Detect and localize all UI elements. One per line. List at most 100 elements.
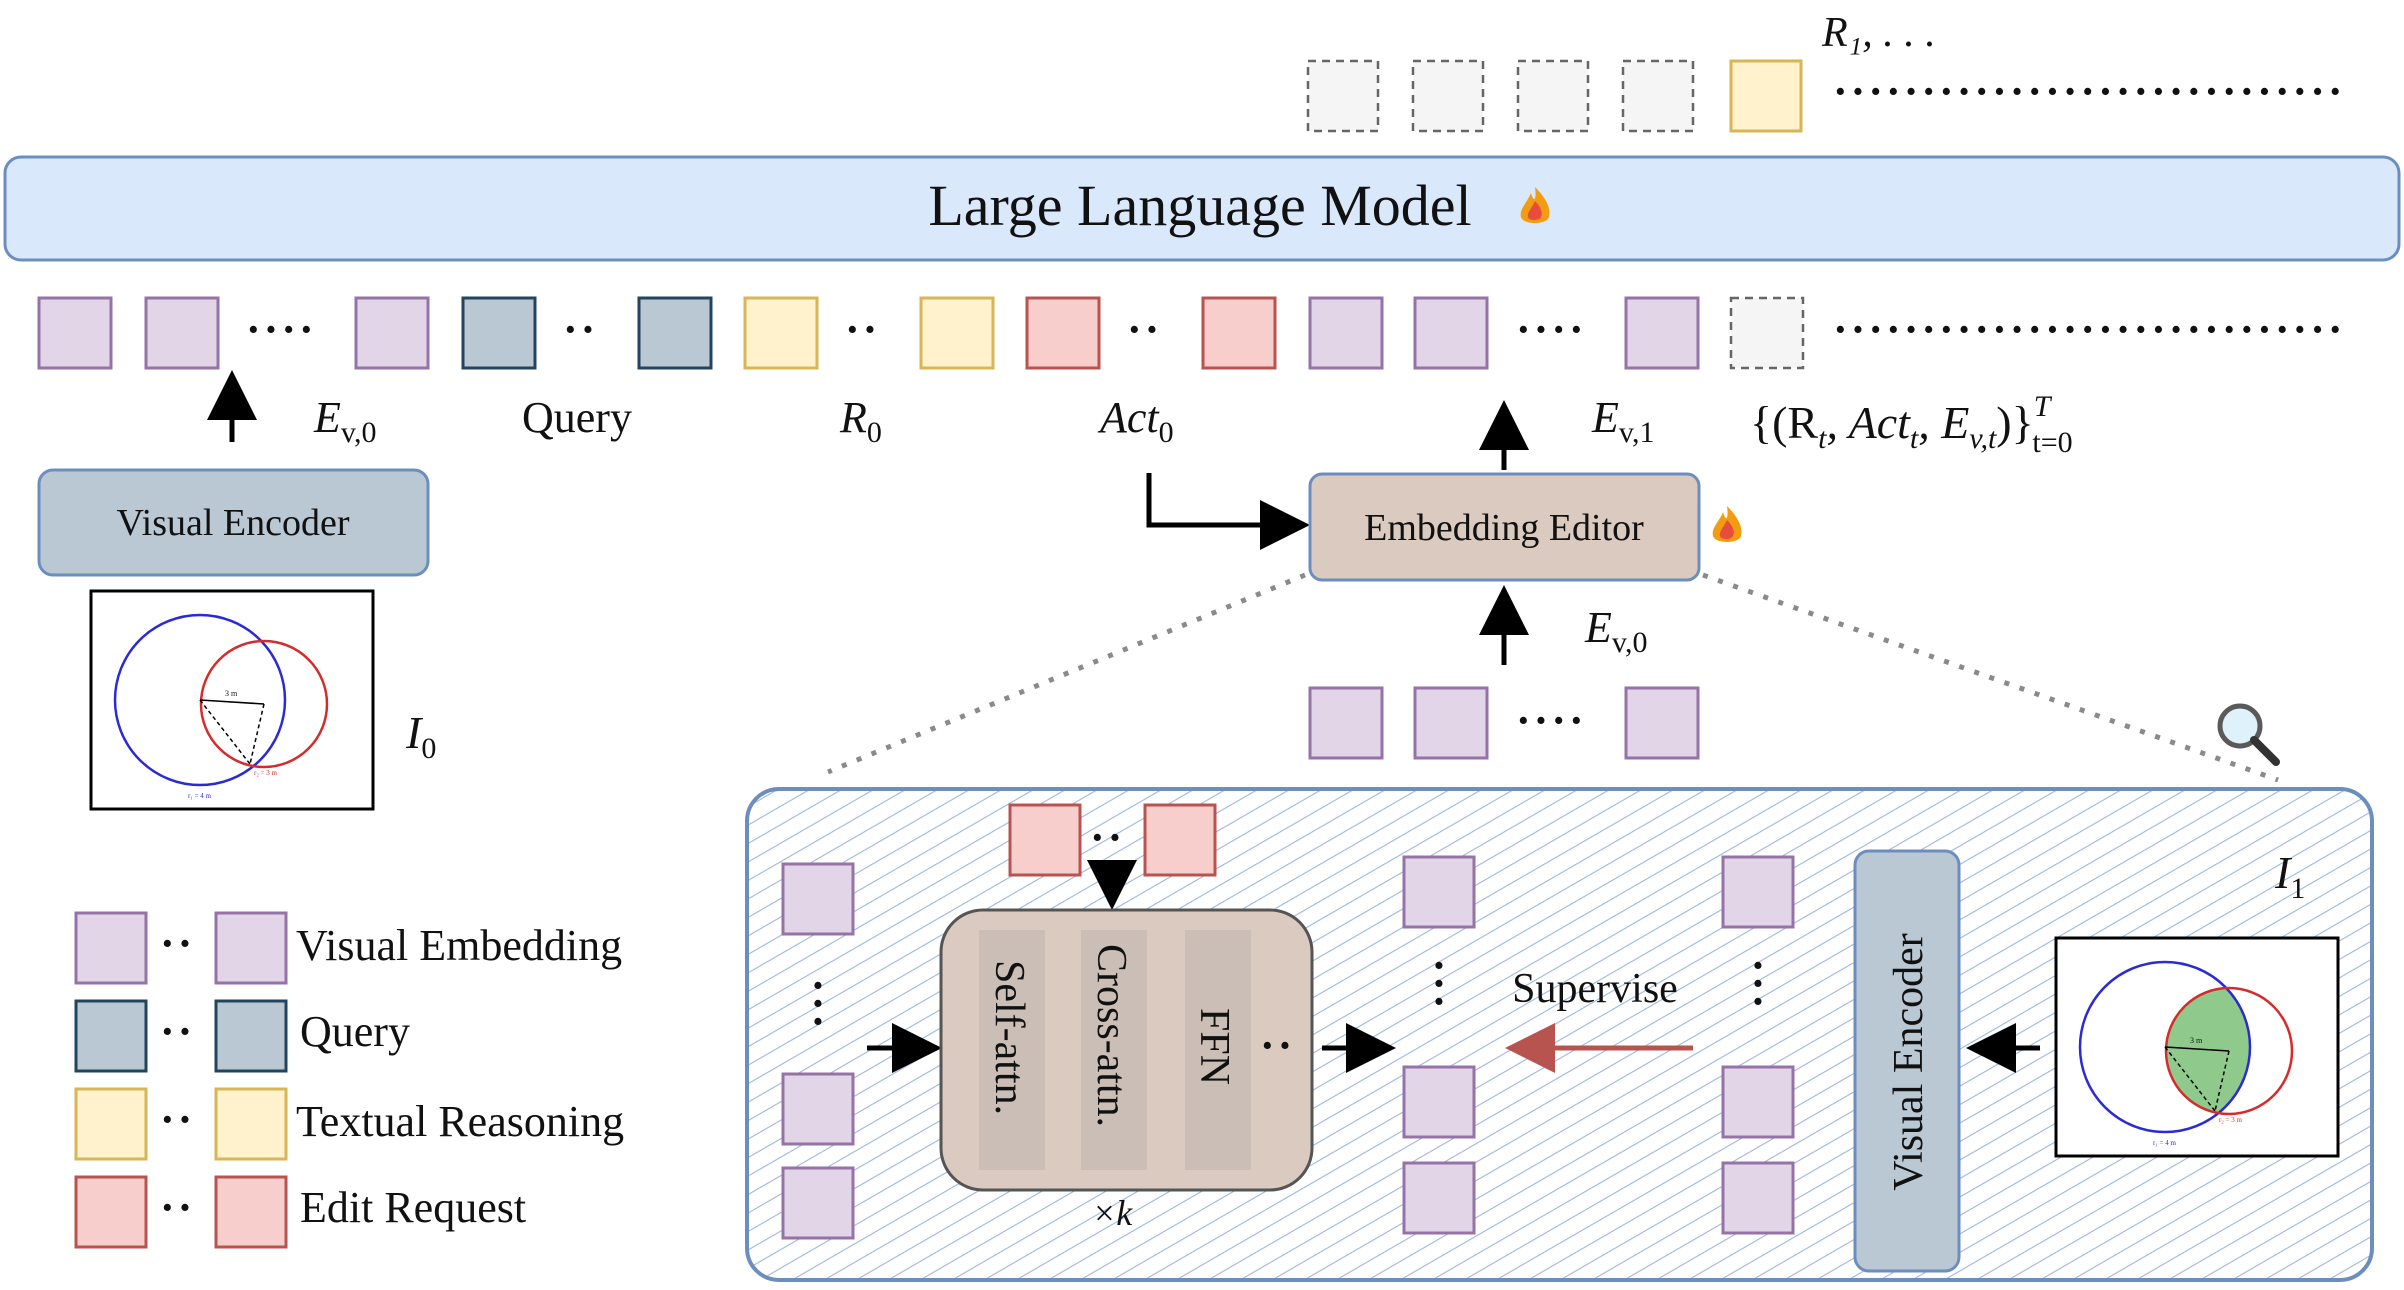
arrow-act-to-editor — [1146, 473, 1310, 550]
repeat-label: ×k — [1092, 1193, 1133, 1233]
input-sequence-row: ···· ·· ·· ·· ···· ·····················… — [37, 296, 2346, 370]
target-token — [1721, 855, 1795, 929]
legend-swatch — [214, 911, 288, 985]
visual-encoder-vertical-label: Visual Encoder — [1886, 933, 1932, 1191]
legend-swatch — [74, 911, 148, 985]
visual-token — [781, 862, 855, 936]
zoom-panel: ··· ·· Self-attn. Cross-attn. FFN ·· ×k … — [745, 787, 2374, 1282]
fire-icon — [1520, 187, 1550, 223]
legend-swatch — [214, 999, 288, 1073]
legend-label: Edit Request — [300, 1183, 526, 1232]
ffn-label: FFN — [1191, 1008, 1237, 1085]
radius-line — [2214, 1050, 2230, 1112]
edited-visual-token — [1624, 296, 1700, 370]
blue-circle — [113, 613, 287, 787]
embedding-editor-label: Embedding Editor — [1364, 507, 1644, 549]
image-1-label: I1 — [2274, 847, 2305, 905]
legend-item-query: ·· Query — [74, 999, 410, 1073]
input-ellipsis: ····························· — [1833, 305, 2346, 354]
legend-swatch — [214, 1175, 288, 1249]
ellipsis: ·· — [160, 919, 195, 968]
ellipsis: ···· — [246, 305, 317, 354]
ellipsis: ·· — [1127, 305, 1162, 354]
target-token — [1721, 1161, 1795, 1235]
r2-label: r₂ = 3 m — [254, 769, 277, 777]
cross-attn-column — [1081, 930, 1147, 1170]
edited-visual-token — [1308, 296, 1384, 370]
ellipsis: ·· — [563, 305, 598, 354]
embedding-editor: Embedding Editor — [1308, 472, 1742, 582]
edited-token — [1402, 1161, 1476, 1235]
llm-label: Large Language Model — [928, 173, 1471, 238]
legend-swatch — [74, 999, 148, 1073]
visual-encoder-label: Visual Encoder — [116, 502, 349, 544]
edit-request-label: Act0 — [1097, 393, 1174, 449]
center-line — [199, 699, 265, 705]
edited-token — [1402, 855, 1476, 929]
image-0-label: I0 — [405, 707, 436, 765]
visual-token — [781, 1072, 855, 1146]
output-token-row: ····························· R₁, . . . — [1306, 10, 2346, 133]
r1-label: r₁ = 4 m — [2153, 1139, 2176, 1147]
self-attn-label: Self-attn. — [986, 960, 1032, 1115]
target-token — [1721, 1065, 1795, 1139]
visual-token — [144, 296, 220, 370]
visual-encoder-top: Visual Encoder — [37, 468, 430, 577]
legend: ·· Visual Embedding ·· Query ·· Textual … — [74, 911, 624, 1249]
visual-token — [1308, 686, 1384, 760]
legend-item-textual-reasoning: ·· Textual Reasoning — [74, 1087, 624, 1161]
ellipsis: ·· — [160, 1183, 195, 1232]
query-label: Query — [522, 393, 632, 442]
editor-input-tokens: ···· — [1308, 686, 1700, 760]
editor-input-label: Ev,0 — [1584, 603, 1647, 659]
ffn-column — [1185, 930, 1251, 1170]
reasoning-token — [919, 296, 995, 370]
query-token — [637, 296, 713, 370]
edit-request-token — [1025, 296, 1101, 370]
visual-token — [1413, 686, 1489, 760]
visual-token — [781, 1166, 855, 1240]
legend-swatch — [74, 1175, 148, 1249]
reasoning-token — [743, 296, 819, 370]
ellipsis: ·· — [1260, 1021, 1295, 1070]
vertical-ellipsis: ··· — [811, 961, 826, 1046]
query-token — [461, 296, 537, 370]
cross-attn-label: Cross-attn. — [1088, 944, 1134, 1127]
empty-token — [1729, 296, 1805, 370]
edit-request-token — [1201, 296, 1277, 370]
supervise-label: Supervise — [1512, 966, 1678, 1012]
ellipsis: ·· — [845, 305, 880, 354]
legend-item-edit-request: ·· Edit Request — [74, 1175, 526, 1249]
legend-label: Textual Reasoning — [296, 1097, 624, 1146]
legend-label: Visual Embedding — [296, 921, 622, 970]
vertical-ellipsis: ··· — [1432, 941, 1447, 1026]
edit-request-token — [1143, 803, 1217, 877]
embedding-editor-box — [1308, 472, 1701, 582]
empty-output-token-3 — [1516, 59, 1590, 133]
fire-icon — [1712, 506, 1742, 542]
r1-label: r₁ = 4 m — [188, 792, 211, 800]
legend-swatch — [74, 1087, 148, 1161]
zoom-guide-left — [827, 572, 1306, 775]
visual-emb-label: Ev,0 — [313, 393, 376, 449]
ellipsis: ·· — [160, 1095, 195, 1144]
edit-request-token — [1008, 803, 1082, 877]
legend-item-visual-embedding: ·· Visual Embedding — [74, 911, 622, 985]
zoom-guide-right — [1702, 572, 2279, 783]
edited-token — [1402, 1065, 1476, 1139]
visual-encoder-vertical — [1853, 849, 1961, 1273]
output-label: R₁, . . . — [1821, 10, 1936, 56]
ellipsis: ·· — [1090, 813, 1125, 862]
radius-line — [249, 703, 265, 765]
legend-swatch — [214, 1087, 288, 1161]
edited-emb-label: Ev,1 — [1591, 393, 1654, 449]
center-line — [2164, 1046, 2230, 1052]
dim-label: 3 m — [225, 689, 238, 698]
output-ellipsis: ····························· — [1833, 67, 2346, 116]
ellipsis: ·· — [160, 1007, 195, 1056]
visual-encoder-box — [37, 468, 430, 577]
sequence-labels: Ev,0 Query R0 Act0 Ev,1 {(Rt, Actt, Ev,t… — [313, 390, 2073, 459]
edited-visual-token — [1413, 296, 1489, 370]
